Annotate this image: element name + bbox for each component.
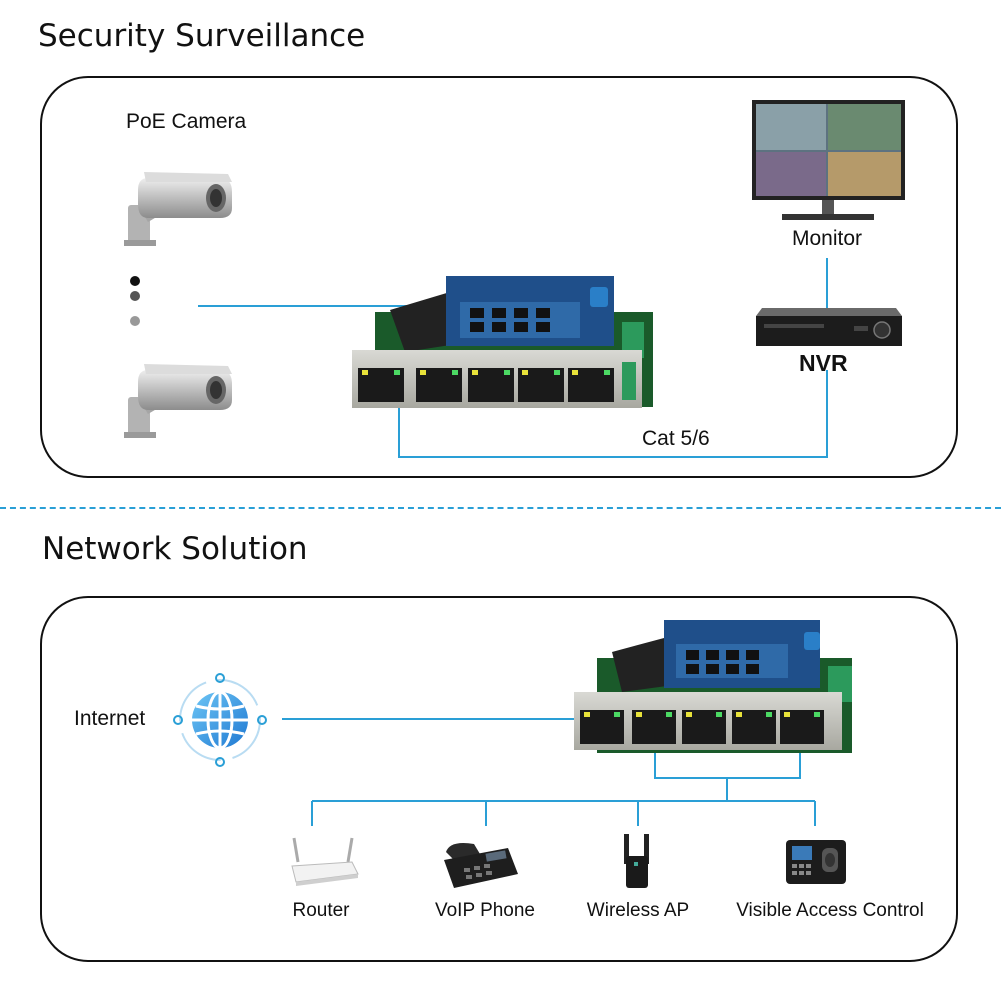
network-section-title: Network Solution bbox=[42, 531, 308, 567]
monitor-icon bbox=[752, 100, 905, 220]
nvr-link-line bbox=[398, 370, 828, 458]
camera-icon bbox=[124, 364, 232, 438]
poe-switch-board-icon bbox=[352, 276, 653, 408]
monitor-label: Monitor bbox=[792, 227, 863, 250]
internet-label: Internet bbox=[74, 707, 146, 730]
wireless-ap-label: Wireless AP bbox=[586, 900, 690, 921]
security-section-title: Security Surveillance bbox=[38, 18, 366, 54]
network-connection-lines bbox=[282, 718, 816, 826]
router-icon bbox=[291, 837, 359, 886]
network-panel bbox=[40, 596, 958, 962]
access-control-icon bbox=[786, 840, 846, 884]
nvr-label: NVR bbox=[799, 350, 848, 376]
internet-globe-icon bbox=[173, 673, 267, 767]
cable-label: Cat 5/6 bbox=[642, 427, 710, 450]
poe-camera-label: PoE Camera bbox=[126, 110, 247, 133]
security-panel bbox=[40, 76, 958, 478]
poe-switch-board-icon bbox=[574, 620, 852, 753]
router-label: Router bbox=[292, 900, 350, 921]
nvr-icon bbox=[756, 308, 902, 346]
voip-phone-label: VoIP Phone bbox=[434, 900, 536, 921]
ellipsis-dots-icon bbox=[130, 276, 140, 326]
section-divider bbox=[0, 507, 1001, 509]
access-control-label: Visible Access Control bbox=[736, 900, 924, 921]
wireless-ap-icon bbox=[624, 834, 649, 888]
camera-icon bbox=[124, 172, 232, 246]
voip-phone-icon bbox=[444, 843, 518, 888]
